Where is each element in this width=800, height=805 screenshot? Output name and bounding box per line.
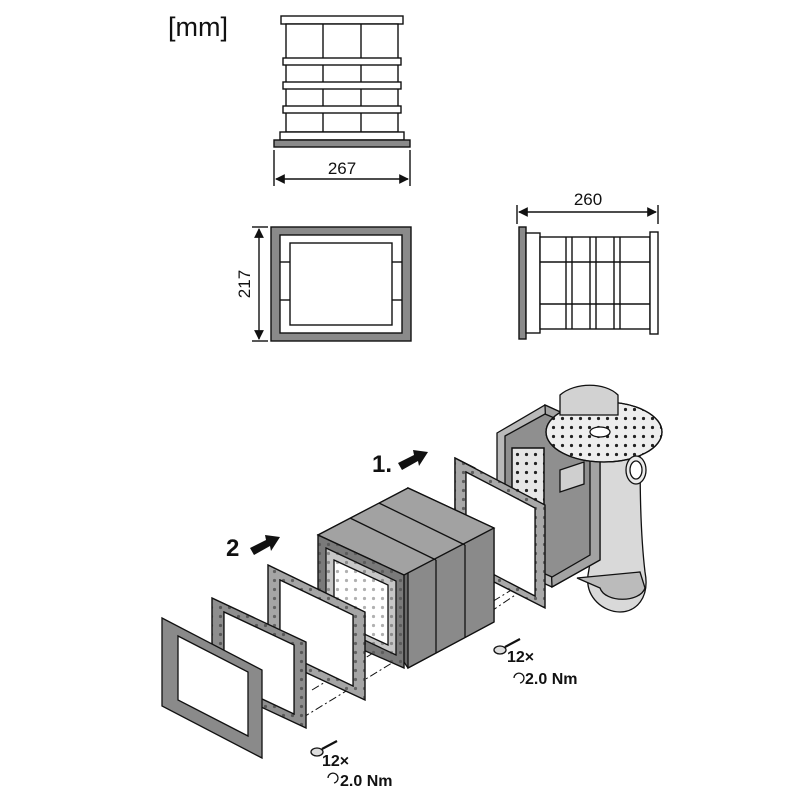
lower-screw-quantity: 12× <box>322 753 349 770</box>
top-view <box>273 15 411 186</box>
unit-label: [mm] <box>168 12 228 42</box>
step-1-label: 1. <box>372 451 392 478</box>
dimension-depth-260: 260 <box>574 190 602 209</box>
step-2-label: 2 <box>226 535 239 562</box>
extension-box <box>316 486 496 670</box>
exploded-assembly <box>161 384 663 784</box>
screw-icon <box>493 638 521 655</box>
lower-screw-torque: 2.0 Nm <box>340 773 392 790</box>
dimension-width-267: 267 <box>328 159 356 178</box>
screw-icon <box>310 740 338 757</box>
torque-rotation-icon <box>513 672 525 684</box>
upper-screw-quantity: 12× <box>507 649 534 666</box>
step-2-arrow-icon <box>250 535 280 555</box>
cover-plate <box>161 616 263 760</box>
dimension-height-217: 217 <box>235 270 254 298</box>
side-view <box>516 205 659 340</box>
front-view <box>252 226 412 342</box>
step-1-arrow-icon <box>398 450 428 470</box>
upper-screw-torque: 2.0 Nm <box>525 671 577 688</box>
torque-rotation-icon <box>327 772 339 784</box>
